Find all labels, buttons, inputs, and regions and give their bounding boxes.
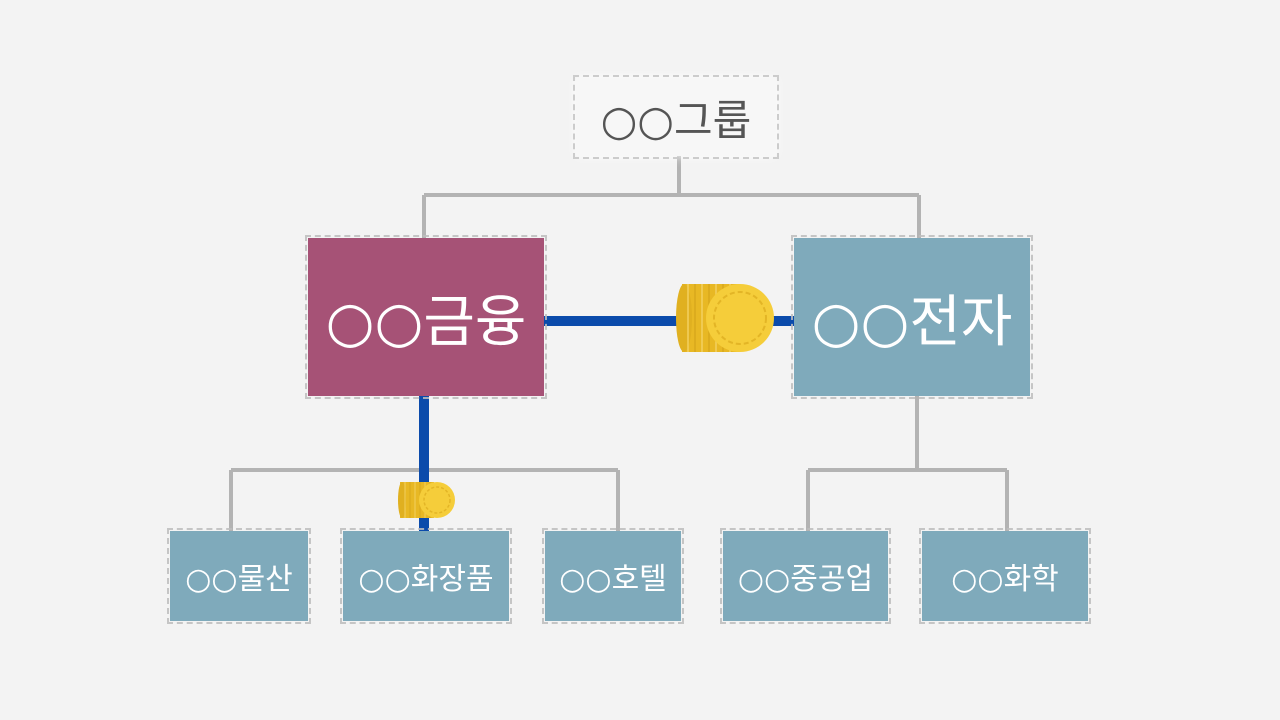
cosmetics-label: ○○화장품: [358, 562, 494, 597]
group-root-box: ○○그룹: [573, 75, 779, 159]
chemical-label: ○○화학: [951, 562, 1059, 597]
trading-box: ○○물산: [167, 528, 311, 624]
chemical-box: ○○화학: [919, 528, 1091, 624]
electronics-connector: [806, 396, 1009, 531]
hotel-box: ○○호텔: [542, 528, 684, 624]
group-root-label: ○○그룹: [600, 95, 752, 145]
electronics-box: ○○전자: [791, 235, 1033, 399]
trading-label: ○○물산: [185, 562, 293, 597]
hotel-label: ○○호텔: [559, 562, 667, 597]
cosmetics-box: ○○화장품: [340, 528, 512, 624]
root-connector: [422, 156, 921, 238]
heavy-industry-label: ○○중공업: [737, 562, 874, 597]
electronics-label: ○○전자: [811, 289, 1013, 355]
finance-label: ○○금융: [325, 289, 527, 355]
coin-stack-icon: [398, 482, 455, 518]
coin-stack-icon: [676, 284, 774, 352]
heavy-industry-box: ○○중공업: [720, 528, 891, 624]
finance-box: ○○금융: [305, 235, 547, 399]
